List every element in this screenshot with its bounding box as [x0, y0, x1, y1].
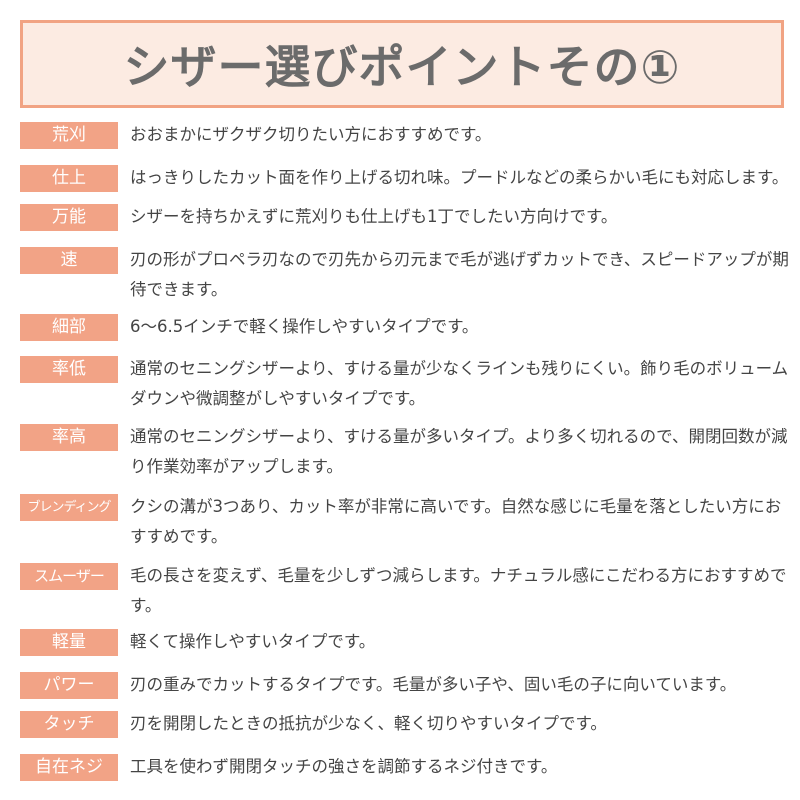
page-title: シザー選びポイントその① — [123, 40, 681, 94]
item-description: シザーを持ちかえずに荒刈りも仕上げも1丁でしたい方向けです。 — [130, 207, 618, 226]
item-label: 細部 — [20, 314, 118, 341]
item-description: 軽くて操作しやすいタイプです。 — [130, 632, 376, 651]
item-label: 軽量 — [20, 629, 118, 656]
title-banner: シザー選びポイントその① — [20, 20, 784, 108]
item-description: 毛の長さを変えず、毛量を少しずつ減らします。ナチュラル感にこだわる方におすすめで… — [130, 566, 787, 615]
item-label: 荒刈 — [20, 122, 118, 149]
item-description: おおまかにザクザク切りたい方におすすめです。 — [130, 125, 492, 144]
item-description: 刃の形がプロペラ刃なので刃先から刃元まで毛が逃げずカットでき、スピードアップが期… — [130, 250, 789, 299]
item-description: 刃の重みでカットするタイプです。毛量が多い子や、固い毛の子に向いています。 — [130, 675, 737, 694]
item-label: 万能 — [20, 204, 118, 231]
item-label: タッチ — [20, 711, 118, 738]
item-description: 6〜6.5インチで軽く操作しやすいタイプです。 — [130, 317, 479, 336]
item-description: 通常のセニングシザーより、すける量が少なくラインも残りにくい。飾り毛のボリューム… — [130, 359, 789, 408]
item-label: 仕上 — [20, 165, 118, 192]
item-description: 通常のセニングシザーより、すける量が多いタイプ。より多く切れるので、開閉回数が減… — [130, 427, 788, 476]
item-label: スムーザー — [20, 563, 118, 590]
item-description: 刃を開閉したときの抵抗が少なく、軽く切りやすいタイプです。 — [130, 714, 607, 733]
item-description: はっきりしたカット面を作り上げる切れ味。プードルなどの柔らかい毛にも対応します。 — [130, 168, 789, 187]
item-label: 率低 — [20, 356, 118, 383]
item-label: 速 — [20, 247, 118, 274]
item-description: クシの溝が3つあり、カット率が非常に高いです。自然な感じに毛量を落としたい方にお… — [130, 497, 782, 546]
item-description: 工具を使わず開閉タッチの強さを調節するネジ付きです。 — [130, 757, 558, 776]
item-label: 率高 — [20, 424, 118, 451]
item-label: ブレンディング — [20, 494, 118, 521]
item-label: 自在ネジ — [20, 754, 118, 781]
item-label: パワー — [20, 672, 118, 699]
